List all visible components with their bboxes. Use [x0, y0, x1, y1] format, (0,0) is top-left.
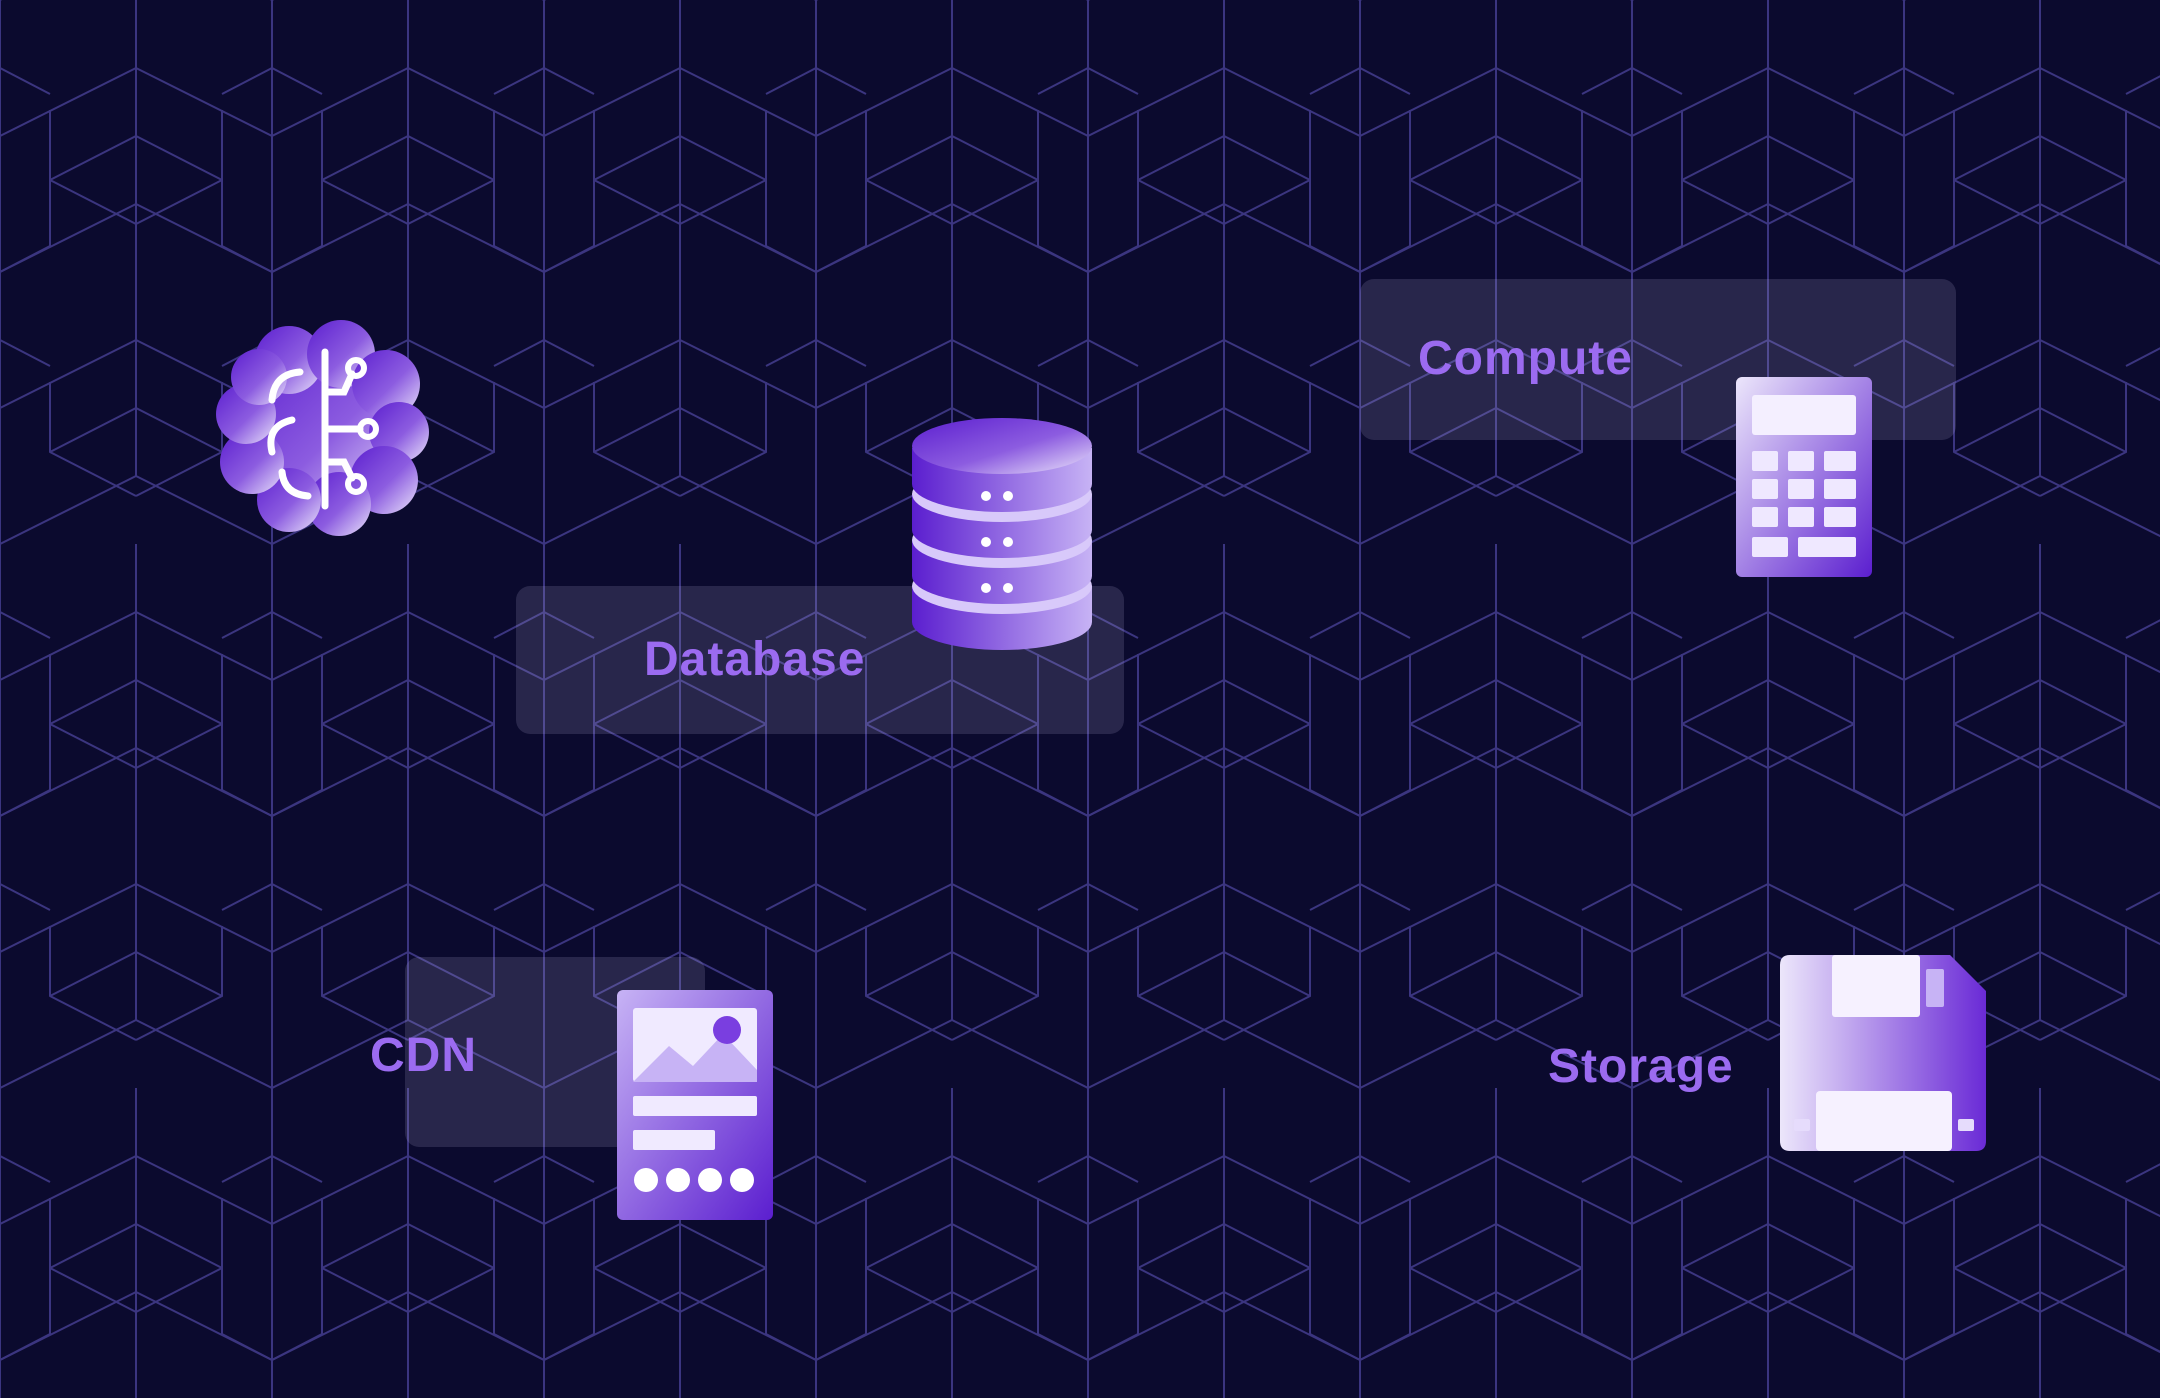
floppy-disk-icon [1780, 955, 1986, 1151]
cdn-label: CDN [370, 1029, 477, 1082]
web-page-icon [617, 990, 773, 1220]
compute-label: Compute [1418, 332, 1633, 385]
brain-circuit-icon [216, 320, 429, 536]
storage-label: Storage [1548, 1040, 1734, 1093]
database-label: Database [644, 633, 866, 686]
calculator-icon [1736, 377, 1872, 577]
database-stack-icon [912, 418, 1092, 650]
